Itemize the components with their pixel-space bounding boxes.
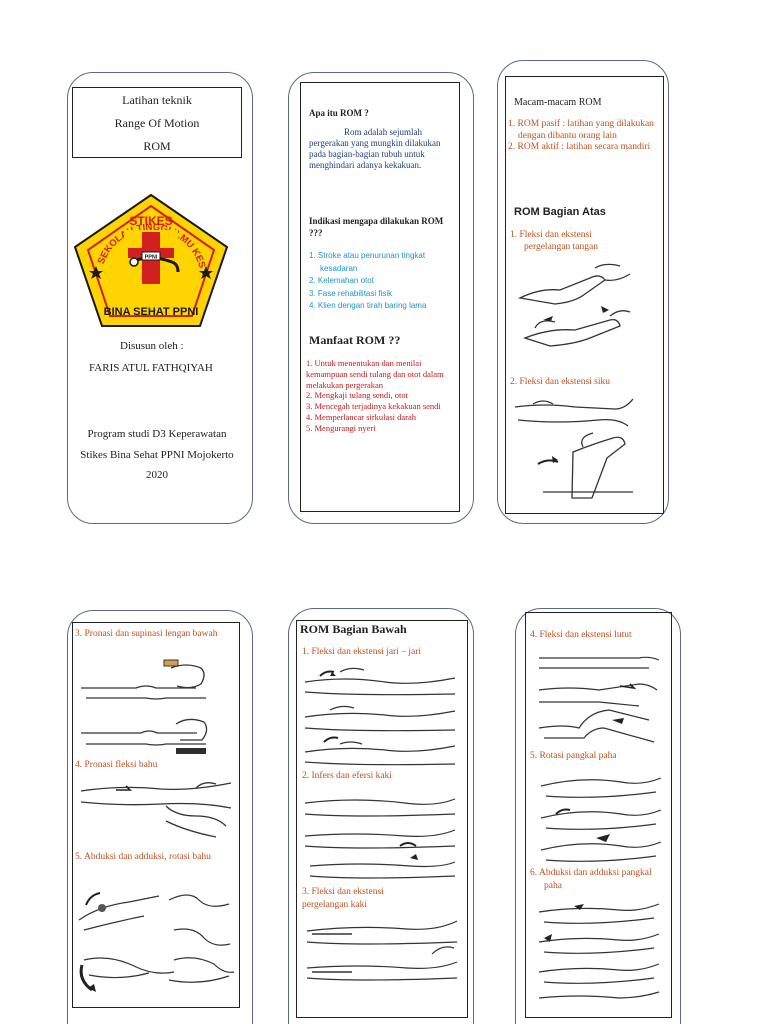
ankle-flexion-illustration [306,920,458,981]
program-line-1: Program studi D3 Keperawatan [87,428,227,440]
upper-continued-panel [67,610,253,1024]
types-inner-box [505,76,664,514]
lower-continued-panel [515,608,681,1024]
indication-item: 4. Klien dengan tirah baring lama [309,301,427,310]
lower-item-6: 6. Abduksi dan adduksi pangkal paha [530,868,652,891]
author-label: Disusun oleh : [120,340,184,352]
benefit-item: 1. Untuk menentukan dan menilai kemampua… [306,358,444,390]
forearm-pronation-illustration [81,659,208,754]
info-panel [288,72,474,524]
benefit-item: 2. Mengkaji tulang sendi, otot [306,390,408,401]
lower-item-3: 3. Fleksi dan ekstensi pergelangan kaki [302,887,384,910]
author-name: FARIS ATUL FATHQIYAH [89,362,213,374]
upper-item-4: 4. Pronasi fleksi bahu [75,760,158,770]
lower-section-title: ROM Bagian Bawah [300,622,407,636]
shoulder-abduction-illustration [78,892,235,992]
benefit-item: 3. Mencegah terjadinya kekakuan sendi [306,401,441,412]
shoulder-flexion-illustration [80,782,232,838]
toe-flexion-illustration [304,667,456,766]
cover-title-box: Latihan teknik Range Of Motion ROM [72,87,242,158]
lower-inner-box [296,620,468,1018]
indication-item: 2. Kelemahan otot [309,276,374,285]
types-item: 2. ROM aktif : latihan secara mandiri [508,142,651,152]
stikes-logo: SEKOLAH TINGGI ILMU KESEHATAN STIKES PPN… [72,192,229,327]
types-panel [497,60,669,524]
program-info: Program studi D3 Keperawatan Stikes Bina… [72,424,242,486]
upper-item-2: 2. Fleksi dan ekstensi siku [510,377,611,387]
cover-title-line-2: Range Of Motion [114,116,200,130]
hip-abduction-illustration [538,903,660,999]
benefit-item: 4. Memperlancar sirkulasi darah [306,411,416,422]
logo-center-text: STIKES [129,214,172,228]
cover-title-line-1: Latihan teknik [122,93,192,107]
benefit-list: 1. Untuk menentukan dan menilai kemampua… [306,358,458,434]
types-list: 1. ROM pasif : latihan yang dilakukan de… [508,119,658,154]
wrist-flexion-illustration [517,263,631,347]
lower-continued-inner-box [525,612,672,1018]
elbow-flexion-illustration [514,398,634,499]
lower-item-2: 2. Infers dan efersi kaki [302,771,392,781]
types-item: 1. ROM pasif : latihan yang dilakukan de… [508,119,654,141]
foot-inversion-illustration [304,798,456,879]
indication-item: 3. Fase rehabilitasi fisik [309,288,393,298]
logo-small-text: PPNI [145,255,158,261]
indication-title: Indikasi mengapa dilakukan ROM ??? [309,216,444,238]
cover-title-line-3: ROM [143,139,171,153]
types-title: Macam-macam ROM [514,97,602,108]
lower-item-4: 4. Fleksi dan ekstensi lutut [530,630,632,640]
benefit-title: Manfaat ROM ?? [309,333,401,347]
logo-bottom-text: BINA SEHAT PPNI [104,306,199,318]
upper-item-3: 3. Pronasi dan supinasi lengan bawah [75,629,218,639]
cover-panel [67,72,253,524]
what-is-rom-title: Apa itu ROM ? [309,108,369,118]
upper-section-title: ROM Bagian Atas [514,206,606,218]
info-inner-box [300,82,460,512]
program-line-2: Stikes Bina Sehat PPNI Mojokerto [80,448,234,461]
upper-continued-inner-box [72,622,240,1008]
hip-rotation-illustration [540,777,662,862]
indication-item: 1. Stroke atau penurunan tingkat kesadar… [309,251,426,273]
lower-panel [288,608,474,1024]
benefit-item: 5. Mengurangi nyeri [306,422,376,433]
lower-item-1: 1. Fleksi dan ekstensi jari – jari [302,647,421,657]
knee-flexion-illustration [538,656,660,743]
rom-definition: Rom adalah sejumlah pergerakan yang mung… [309,127,441,170]
upper-item-1: 1. Fleksi dan ekstensi pergelangan tanga… [510,230,598,252]
upper-item-5: 5. Abduksi dan adduksi, rotasi bahu [75,852,211,862]
program-line-3: 2020 [146,469,168,481]
indication-list: 1. Stroke atau penurunan tingkat kesadar… [309,250,457,313]
lower-item-5: 5. Rotasi pangkal paha [530,751,617,761]
